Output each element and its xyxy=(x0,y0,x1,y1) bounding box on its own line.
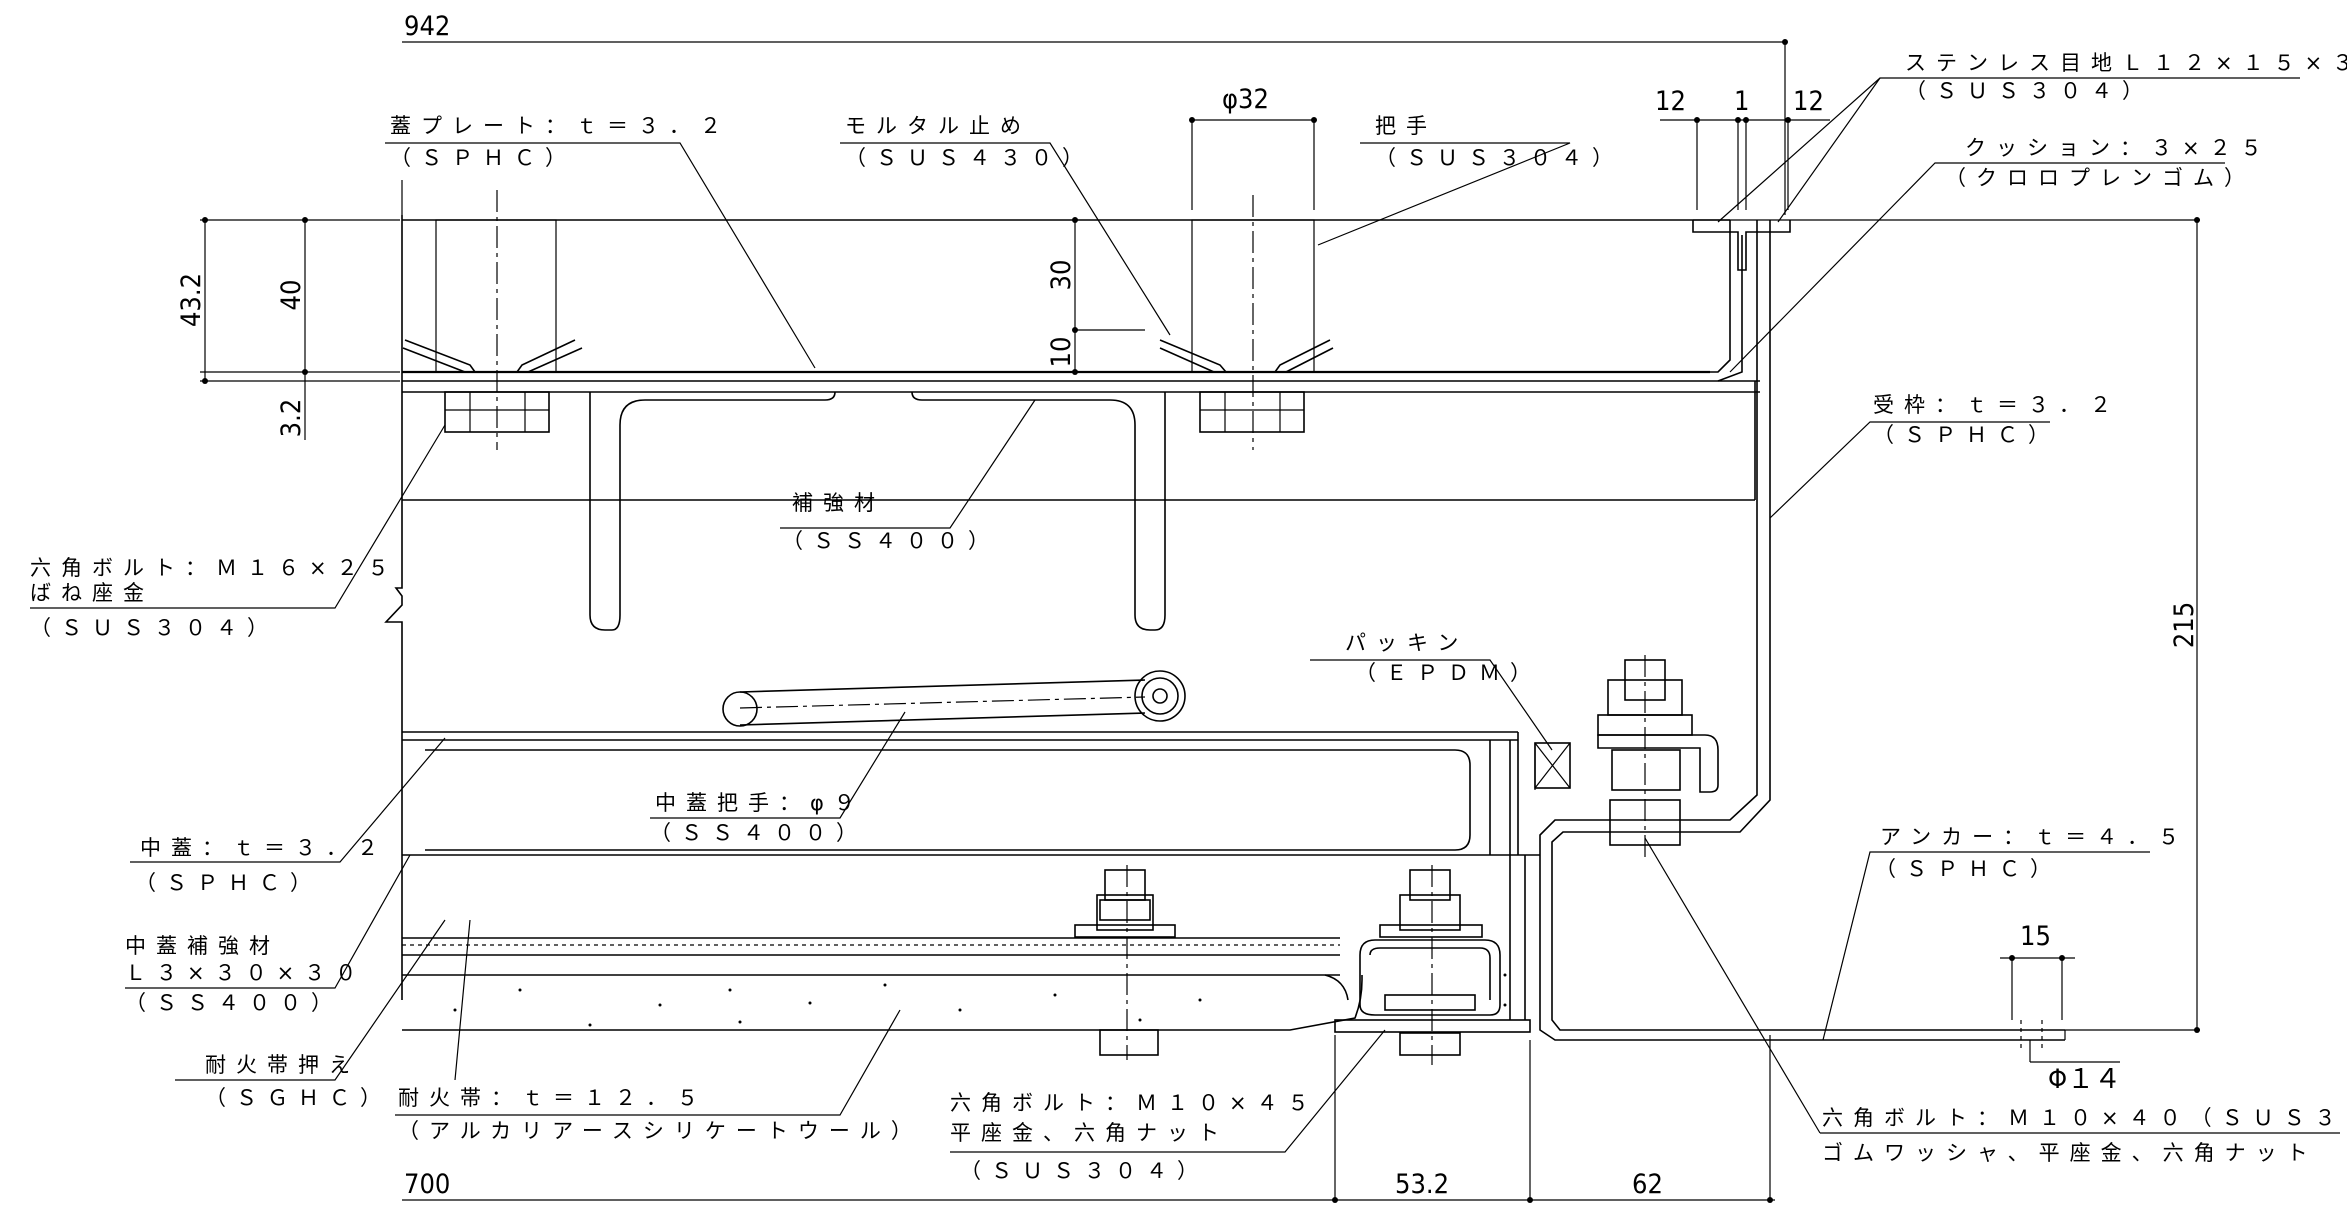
label-bolt-m10-45-mat: （ＳＵＳ３０４） xyxy=(960,1159,1208,1183)
inner-lid xyxy=(402,670,1571,856)
label-inner-lid: 中蓋：ｔ＝３．２ xyxy=(140,836,388,860)
label-mortar-stop-mat: （ＳＵＳ４３０） xyxy=(845,146,1093,170)
dim-1: 1 xyxy=(1734,86,1749,117)
dim-12b: 12 xyxy=(1793,86,1824,117)
left-dimensions: 43.2 40 3.2 30 10 φ32 215 xyxy=(176,84,2200,648)
label-bolt-m16: 六角ボルト：Ｍ１６×２５ xyxy=(30,556,399,580)
label-reinforcement-mat: （ＳＳ４００） xyxy=(782,529,999,553)
dim-10: 10 xyxy=(1046,337,1077,368)
dim-30: 30 xyxy=(1046,260,1077,291)
dim-53-2: 53.2 xyxy=(1395,1169,1449,1200)
label-packing-mat: （ＥＰＤＭ） xyxy=(1355,661,1541,685)
dim-62: 62 xyxy=(1632,1169,1663,1200)
dim-phi32: φ32 xyxy=(1222,84,1269,115)
label-lid-plate: 蓋プレート：ｔ＝３．２ xyxy=(390,114,731,138)
label-frame: 受枠：ｔ＝３．２ xyxy=(1873,393,2121,417)
label-bolt-m10-45-washer: 平座金、六角ナット xyxy=(950,1121,1229,1145)
dim-12a: 12 xyxy=(1655,86,1686,117)
label-fire-band-mat: （アルカリアースシリケートウール） xyxy=(398,1119,922,1143)
label-anchor: アンカー：ｔ＝４．５ xyxy=(1880,825,2189,849)
label-mortar-stop: モルタル止め xyxy=(845,114,1031,138)
label-inner-handle-mat: （ＳＳ４００） xyxy=(650,821,867,845)
label-fire-band-press: 耐火帯押え xyxy=(205,1053,360,1077)
label-inner-reinf-size: Ｌ３×３０×３０ xyxy=(125,961,366,985)
dim-3-2: 3.2 xyxy=(276,399,307,438)
label-handle-mat: （ＳＵＳ３０４） xyxy=(1375,146,1623,170)
callout-texts: 蓋プレート：ｔ＝３．２ （ＳＰＨＣ） モルタル止め （ＳＵＳ４３０） 把手 （Ｓ… xyxy=(30,51,2347,1183)
label-reinforcement: 補強材 xyxy=(792,491,885,515)
frame: 15 Φ１４ xyxy=(1539,217,2200,1095)
lid-assembly xyxy=(384,180,1760,1000)
stainless-joint: 12 1 12 xyxy=(1655,86,1830,271)
bottom-dimensions: 700 53.2 62 xyxy=(402,1035,1775,1203)
dim-942: 942 xyxy=(404,11,450,42)
dim-40: 40 xyxy=(276,280,307,311)
bolt-m10-40 xyxy=(1597,655,1719,860)
label-inner-reinf-mat: （ＳＳ４００） xyxy=(125,991,342,1015)
label-frame-mat: （ＳＰＨＣ） xyxy=(1873,423,2059,447)
label-handle: 把手 xyxy=(1375,114,1437,138)
label-spring-washer: ばね座金 xyxy=(30,581,154,605)
label-inner-handle: 中蓋把手：φ９ xyxy=(655,791,865,815)
label-bolt-m10-40-washer: ゴムワッシャ、平座金、六角ナット xyxy=(1822,1141,2318,1165)
leader-lines xyxy=(30,77,2340,1153)
label-packing: パッキン xyxy=(1345,631,1468,655)
dim-700: 700 xyxy=(404,1169,450,1200)
label-bolt-m10-45: 六角ボルト：Ｍ１０×４５ xyxy=(950,1091,1319,1115)
label-lid-plate-mat: （ＳＰＨＣ） xyxy=(390,146,576,170)
label-joint: ステンレス目地Ｌ１２×１５×３ xyxy=(1905,51,2347,75)
dim-hole: Φ１４ xyxy=(2048,1064,2121,1095)
label-joint-mat: （ＳＵＳ３０４） xyxy=(1905,79,2153,103)
label-inner-reinf: 中蓋補強材 xyxy=(125,934,280,958)
fire-band xyxy=(402,937,1507,1031)
dim-43-2: 43.2 xyxy=(176,273,207,327)
label-fire-band-press-mat: （ＳＧＨＣ） xyxy=(205,1086,391,1110)
label-bolt-m10-40: 六角ボルト：Ｍ１０×４０（ＳＵＳ３０４） xyxy=(1822,1106,2347,1130)
label-bolt-m16-mat: （ＳＵＳ３０４） xyxy=(30,616,278,640)
top-width-dimension: 942 xyxy=(402,11,1788,215)
label-anchor-mat: （ＳＰＨＣ） xyxy=(1875,857,2061,881)
label-fire-band: 耐火帯：ｔ＝１２．５ xyxy=(398,1086,708,1110)
dim-215: 215 xyxy=(2169,602,2200,648)
label-inner-lid-mat: （ＳＰＨＣ） xyxy=(135,871,321,895)
label-cushion: クッション：３×２５ xyxy=(1965,136,2272,160)
bolt-m10-45-right xyxy=(1334,855,1531,1065)
label-cushion-mat: （クロロプレンゴム） xyxy=(1945,166,2255,190)
dim-15: 15 xyxy=(2020,921,2051,952)
bolt-m10-45-left xyxy=(1074,865,1176,1060)
